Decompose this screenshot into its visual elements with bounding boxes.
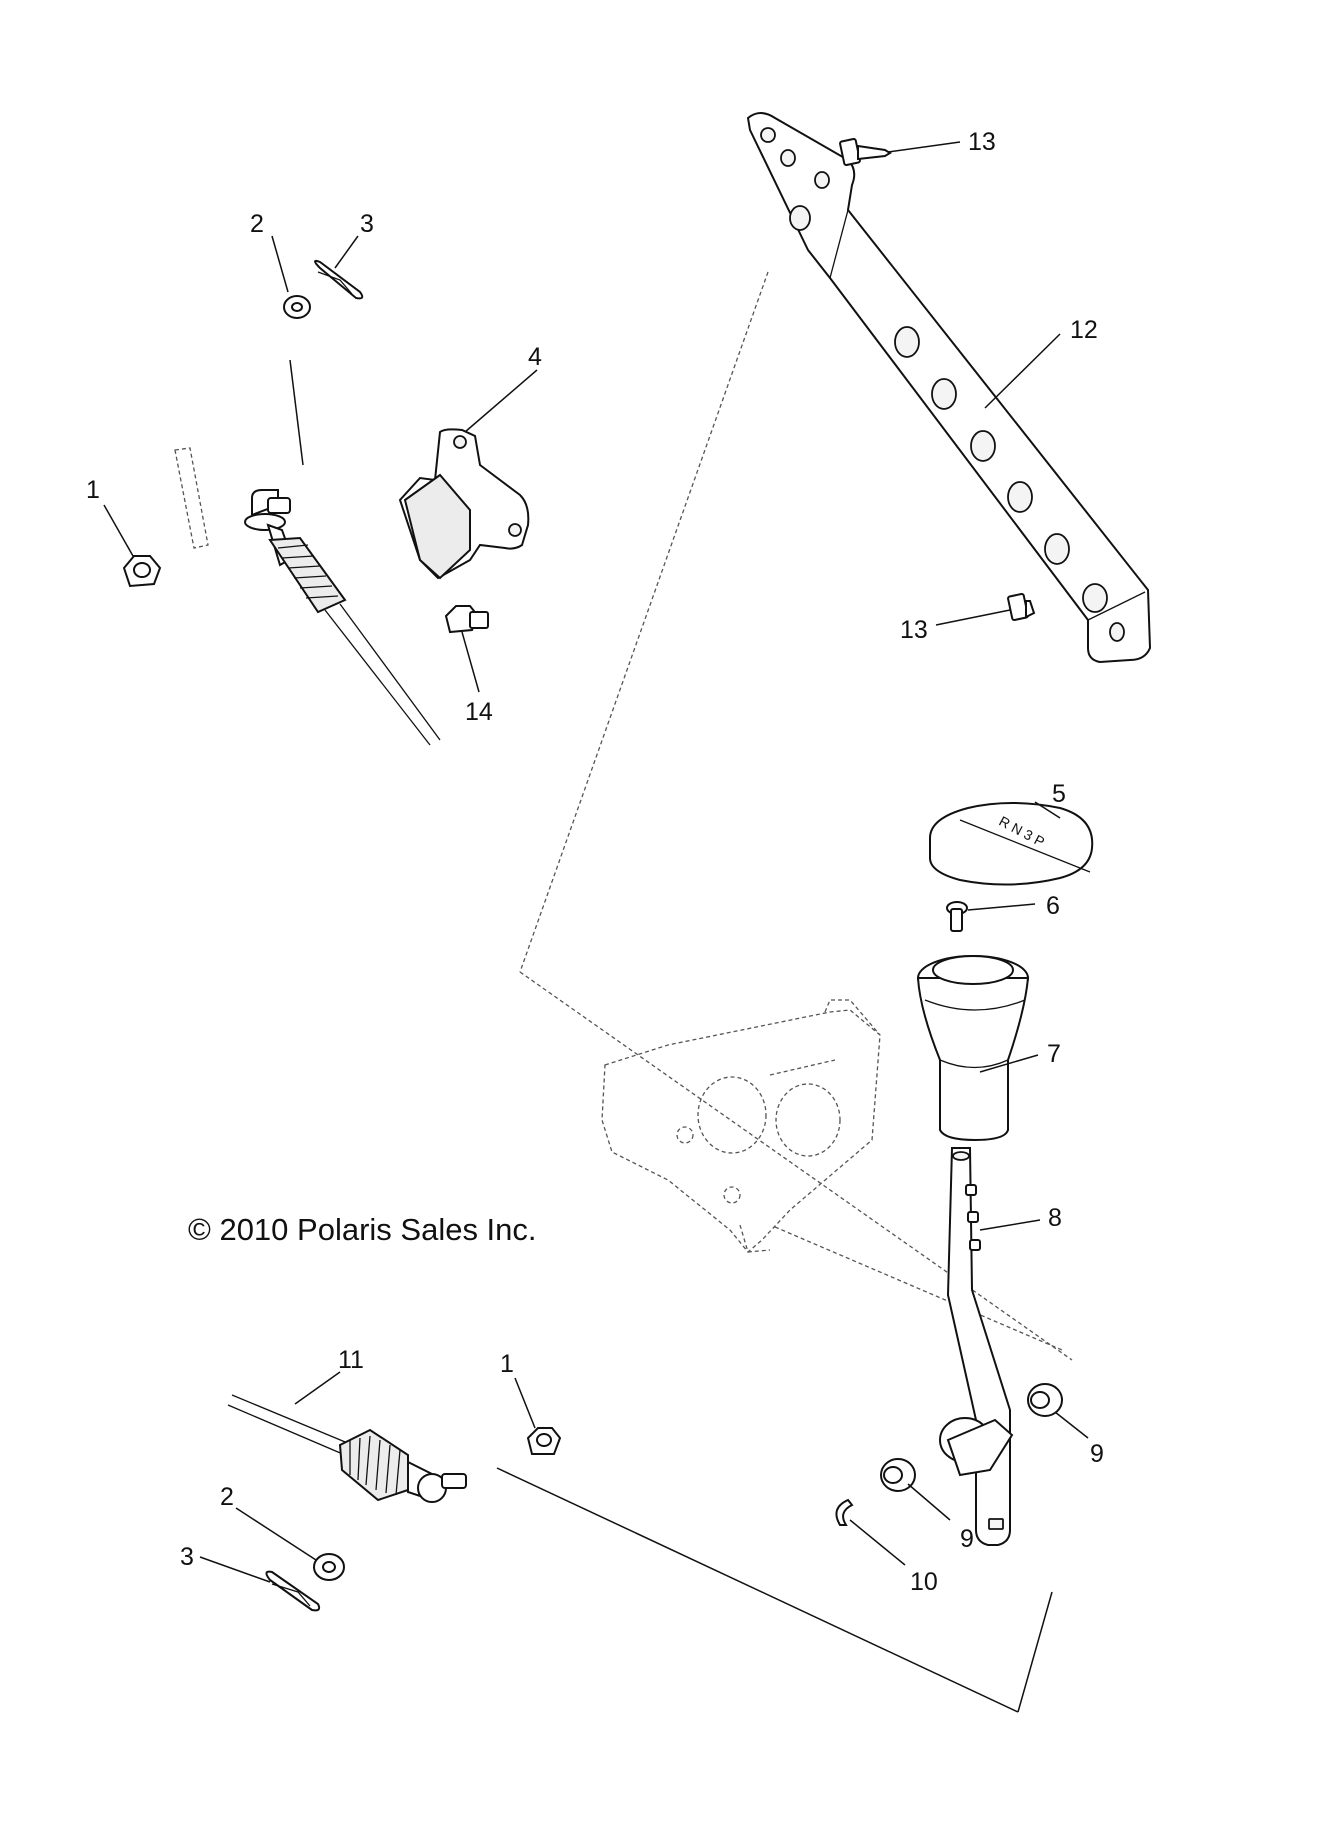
part-4-cable-bracket	[398, 428, 530, 580]
ghost-pin	[174, 447, 209, 549]
part-2-washer-lower	[313, 1553, 345, 1581]
callout-2-lower: 2	[220, 1483, 234, 1511]
leader-lines	[103, 141, 1089, 1583]
callout-3-upper: 3	[360, 210, 374, 238]
callout-12: 12	[1070, 316, 1098, 344]
callout-8: 8	[1048, 1204, 1062, 1232]
callout-13-lower: 13	[900, 616, 928, 644]
part-11-shift-cable-lower	[227, 1394, 467, 1503]
part-3-pin-upper	[314, 259, 364, 300]
callout-9-left: 9	[960, 1525, 974, 1553]
part-2-washer-upper	[283, 295, 311, 319]
part-1-nut-lower	[526, 1427, 562, 1455]
part-1-nut-upper	[122, 555, 162, 588]
callout-1-upper: 1	[86, 476, 100, 504]
copyright-notice: © 2010 Polaris Sales Inc.	[188, 1212, 537, 1247]
callout-3-lower: 3	[180, 1543, 194, 1571]
callout-5: 5	[1052, 780, 1066, 808]
part-7-shift-grip	[916, 955, 1030, 1142]
callout-13-upper: 13	[968, 128, 996, 156]
part-13-bolt-bottom	[1007, 592, 1036, 622]
part-9-bushing-left	[880, 1458, 916, 1492]
part-14-bolt	[444, 605, 489, 634]
shift-cable-upper	[244, 359, 441, 746]
part-12-support-bracket	[746, 112, 1152, 664]
ghost-mounting-bracket	[519, 271, 1073, 1361]
part-9-bushing-right	[1027, 1383, 1063, 1417]
callout-4: 4	[528, 343, 542, 371]
callout-2-upper: 2	[250, 210, 264, 238]
callout-6: 6	[1046, 892, 1060, 920]
callout-11: 11	[338, 1346, 364, 1374]
callout-7: 7	[1047, 1040, 1061, 1068]
part-6-screw	[946, 901, 968, 932]
part-8-shift-lever	[939, 1147, 1014, 1546]
part-13-bolt-top	[839, 137, 892, 167]
callout-10: 10	[910, 1568, 938, 1596]
callout-9-right: 9	[1090, 1440, 1104, 1468]
cable-route-lines	[496, 1467, 1053, 1713]
part-3-pin-lower	[265, 1570, 321, 1612]
part-10-e-clip	[835, 1498, 854, 1526]
part-5-knob-cap: R N 3 P	[929, 802, 1094, 886]
callout-14: 14	[465, 698, 493, 726]
callout-1-lower: 1	[500, 1350, 514, 1378]
callout-labels: 1 1 2 2 3 3 4 5 6 7 8 9 9 10 11 12 13 13…	[86, 128, 1104, 1596]
